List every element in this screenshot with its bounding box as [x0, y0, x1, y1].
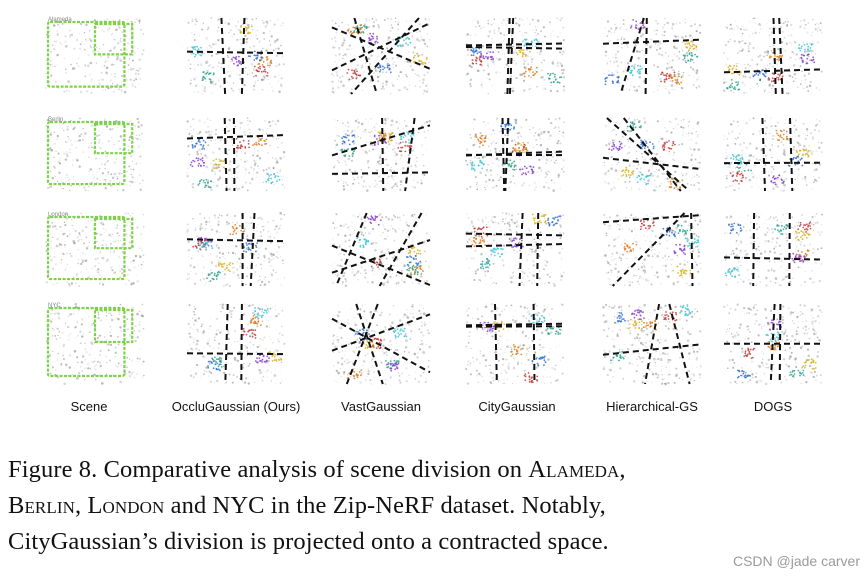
cell-london-0: London	[45, 212, 145, 288]
cell-berlin-4	[602, 117, 702, 192]
cell-alameda-1	[186, 17, 286, 95]
caption-alameda: Alameda	[528, 456, 620, 483]
caption-london: London	[87, 492, 165, 519]
figure-caption: Figure 8. Comparative analysis of scene …	[8, 452, 858, 560]
column-label-vastgaussian: VastGaussian	[341, 399, 421, 414]
cell-alameda-4	[602, 17, 702, 95]
cell-nyc-3	[465, 302, 565, 385]
cell-london-2	[331, 212, 431, 288]
caption-line-3: CityGaussian’s division is projected ont…	[8, 528, 609, 555]
caption-line-1: Figure 8. Comparative analysis of scene …	[8, 456, 626, 483]
cell-berlin-3	[464, 117, 565, 192]
column-label-hierarchical-gs: Hierarchical-GS	[606, 399, 698, 414]
caption-line-2: Berlin, London and NYC in the Zip-NeRF d…	[8, 492, 606, 519]
svg-text:Alameda: Alameda	[48, 17, 72, 23]
column-label-occlugaussian: OccluGaussian (Ours)	[171, 399, 301, 414]
cell-berlin-2	[331, 117, 432, 192]
svg-text:Berlin: Berlin	[48, 117, 63, 123]
cell-nyc-2	[331, 303, 431, 385]
cell-nyc-5	[722, 303, 823, 386]
cell-alameda-2	[330, 17, 431, 95]
cell-london-5	[723, 212, 823, 287]
cell-nyc-1	[186, 303, 286, 385]
column-label-citygaussian: CityGaussian	[478, 399, 556, 414]
svg-text:London: London	[48, 212, 68, 218]
cell-london-1	[186, 211, 286, 288]
column-label-scene: Scene	[70, 399, 108, 414]
cell-london-3	[464, 212, 565, 287]
cell-berlin-1	[186, 117, 286, 192]
cell-alameda-3	[465, 17, 566, 95]
cell-berlin-0: Berlin	[45, 117, 144, 192]
cell-alameda-0: Alameda	[45, 17, 145, 94]
cell-alameda-5	[722, 17, 823, 95]
caption-berlin: Berlin	[8, 492, 75, 519]
cell-berlin-5	[723, 117, 823, 192]
watermark: CSDN @jade carver	[732, 553, 860, 569]
cell-nyc-4	[602, 303, 702, 386]
cell-london-4	[602, 212, 702, 287]
cell-nyc-0: NYC	[45, 303, 145, 385]
column-label-dogs: DOGS	[753, 399, 793, 414]
